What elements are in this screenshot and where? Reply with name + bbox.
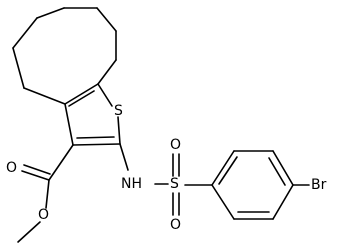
bond — [12, 17, 38, 49]
carbonyl-bond — [21, 170, 50, 181]
bond — [272, 150, 294, 186]
bond — [48, 144, 74, 181]
sulfonamide-group — [119, 143, 213, 216]
bond — [64, 83, 99, 105]
bond — [211, 150, 235, 186]
bond — [272, 184, 294, 220]
double-bond-inner — [76, 136, 115, 139]
bond — [211, 184, 235, 220]
aromatic-inner-bond — [218, 156, 238, 185]
thiophene-ring — [64, 83, 121, 146]
atom-label-nh: NH — [121, 176, 142, 192]
atom-label-thiophene-s: S — [114, 103, 123, 119]
bond — [17, 221, 41, 243]
double-bond-inner — [68, 90, 95, 107]
atom-label-bromine: Br — [311, 177, 327, 193]
atom-label-ester-o: O — [38, 207, 49, 223]
bond — [23, 87, 66, 105]
bond — [96, 7, 117, 32]
aromatic-inner-bond — [268, 157, 286, 186]
carbonyl-bond-second — [23, 164, 51, 175]
bromophenyl-ring — [211, 150, 310, 220]
cyclooctane-ring — [12, 7, 117, 105]
bond — [97, 83, 113, 107]
atom-label-sulfonyl-o-top: O — [170, 137, 181, 153]
bond — [45, 179, 50, 209]
bond — [72, 143, 121, 146]
methyl-ester-group — [17, 144, 74, 243]
bond — [12, 47, 25, 89]
bond — [117, 116, 121, 145]
atom-label-sulfonyl-s: S — [170, 176, 179, 192]
bond — [97, 59, 117, 85]
atom-label-carbonyl-o: O — [6, 160, 17, 176]
bond — [36, 7, 65, 19]
atom-label-sulfonyl-o-bottom: O — [170, 217, 181, 233]
bond — [64, 103, 74, 146]
bond — [119, 143, 129, 171]
